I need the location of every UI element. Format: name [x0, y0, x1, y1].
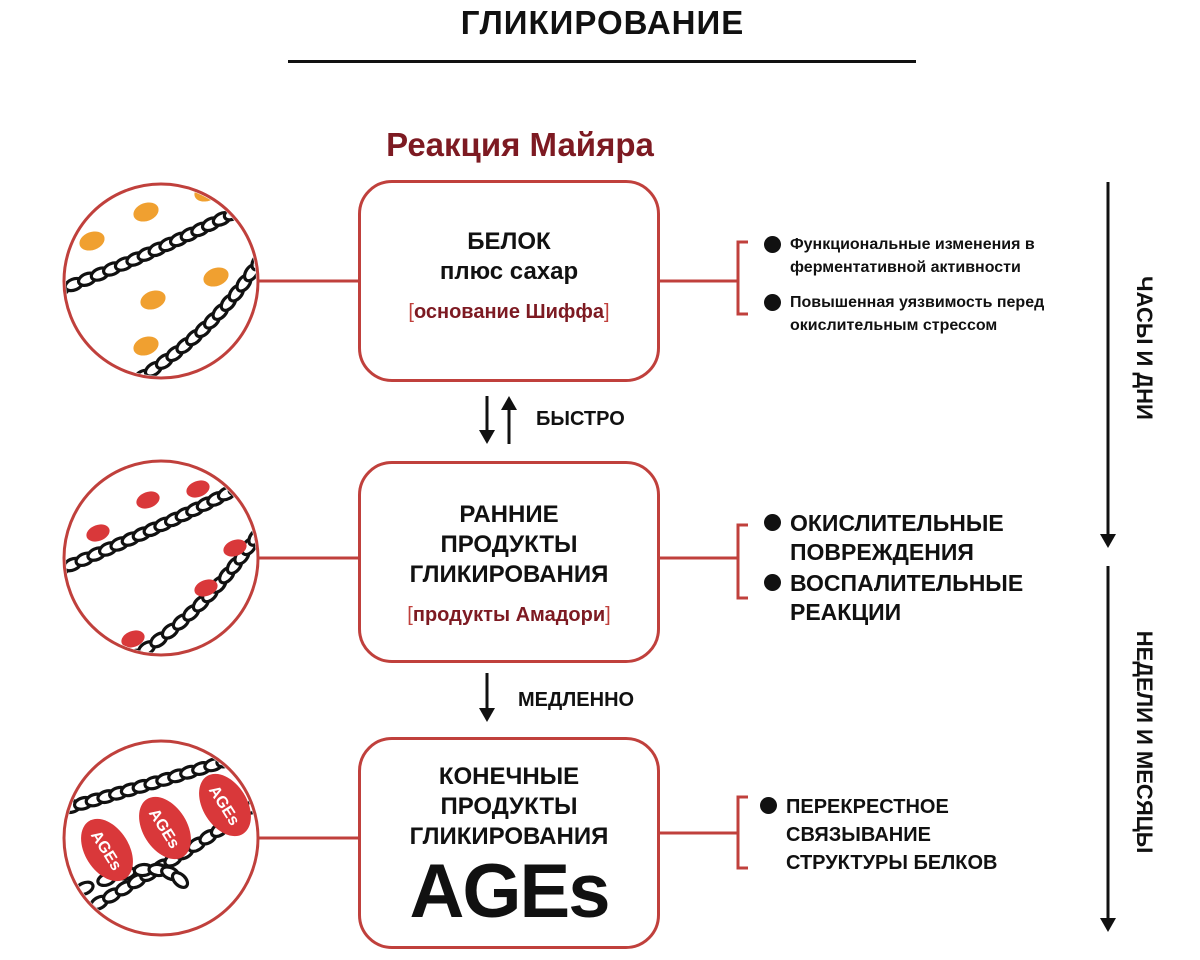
- arrow-down-forward-head: [479, 430, 495, 444]
- amadori-product: [136, 491, 160, 509]
- protein-sugar-illustration: [66, 181, 290, 395]
- arrow-up-reverse-head: [501, 396, 517, 410]
- chain-link: [254, 789, 256, 807]
- bullet-icon: [764, 236, 781, 253]
- stage-1-line-1: БЕЛОК: [467, 228, 551, 255]
- illustration-circle: [62, 459, 260, 657]
- stage-box-schiff: БЕЛОК плюс сахар [основание Шиффа]: [358, 180, 660, 382]
- effect-item: Функциональные изменения в ферментативно…: [764, 233, 1110, 279]
- chain-link: [238, 474, 256, 491]
- chain-link: [66, 916, 70, 933]
- transition-slow-label: МЕДЛЕННО: [518, 689, 635, 711]
- chain-link: [252, 743, 256, 757]
- stage-2-note-text: продукты Амадори: [412, 604, 606, 626]
- effects-list-2: ОКИСЛИТЕЛЬНЫЕ ПОВРЕЖДЕНИЯ ВОСПАЛИТЕЛЬНЫЕ…: [764, 509, 1070, 629]
- stage-3-line-2: ПРОДУКТЫ: [440, 793, 578, 820]
- bracket-right: ]: [605, 604, 611, 626]
- time-arrow-weeks-months-head: [1100, 918, 1116, 932]
- effect-item: ВОСПАЛИТЕЛЬНЫЕ РЕАКЦИИ: [764, 569, 1070, 627]
- chain-link: [256, 240, 275, 261]
- bullet-icon: [760, 797, 777, 814]
- sugar-molecule: [140, 290, 166, 310]
- amadori-product: [194, 579, 218, 597]
- stage-2-line-1: РАННИЕ: [459, 501, 559, 528]
- chain-link: [249, 468, 256, 485]
- effects-bracket: [736, 795, 748, 870]
- chain-link: [265, 780, 286, 800]
- chain-link: [234, 199, 255, 216]
- chain-link: [265, 737, 286, 753]
- effects-bracket: [736, 240, 748, 316]
- bullet-icon: [764, 514, 781, 531]
- chain-link: [269, 181, 290, 199]
- chain-link: [227, 749, 249, 765]
- sugar-molecule: [79, 231, 105, 251]
- chain-link: [257, 187, 278, 205]
- chain-link: [109, 656, 130, 674]
- effects-list-3: ПЕРЕКРЕСТНОЕ СВЯЗЫВАНИЕ СТРУКТУРЫ БЕЛКОВ: [760, 793, 1036, 877]
- chain-link: [259, 508, 278, 529]
- chain-link: [119, 376, 140, 395]
- amadori-product: [121, 630, 145, 648]
- ages-badge-shape: [199, 773, 251, 837]
- ages-badge: AGEs: [139, 796, 191, 860]
- timescale-hours-days: ЧАСЫ И ДНИ: [1132, 276, 1157, 420]
- diagram-title: ГЛИКИРОВАНИЕ: [460, 4, 745, 41]
- stage-3-line-3: ГЛИКИРОВАНИЯ: [409, 823, 609, 850]
- ages-badge-shape: [81, 818, 133, 882]
- effect-item: Повышенная уязвимость перед окислительны…: [764, 291, 1110, 337]
- bracket-left: [: [407, 604, 413, 626]
- bullet-icon: [764, 294, 781, 311]
- chain-link: [264, 227, 282, 248]
- stage-1-note-text: основание Шиффа: [413, 301, 605, 323]
- amadori-product: [86, 524, 110, 542]
- chain-link: [66, 892, 71, 908]
- timescale-weeks-months: НЕДЕЛИ И МЕСЯЦЫ: [1132, 630, 1157, 854]
- ages-badge: AGEs: [199, 773, 251, 837]
- bracket-right: ]: [604, 301, 610, 323]
- chain-link: [259, 461, 280, 479]
- sugar-molecule: [133, 202, 159, 222]
- effects-list-1: Функциональные изменения в ферментативно…: [764, 233, 1110, 349]
- ages-label: AGEs: [409, 849, 611, 934]
- amadori-product: [223, 539, 247, 557]
- sugar-molecule: [133, 336, 159, 356]
- stage-2-line-2: ПРОДУКТЫ: [440, 531, 578, 558]
- stage-1-line-2: плюс сахар: [439, 258, 579, 285]
- amadori-illustration: [66, 461, 284, 674]
- illustration-circle: [62, 739, 260, 937]
- chain-link: [170, 870, 190, 890]
- transition-fast-label: БЫСТРО: [536, 408, 625, 430]
- ages-badge: AGEs: [81, 818, 133, 882]
- reaction-subtitle: Реакция Майяра: [386, 126, 654, 163]
- chain-link: [239, 745, 256, 761]
- arrow-down-slow-head: [479, 708, 495, 722]
- title-underline: [288, 60, 916, 63]
- bracket-left: [: [408, 301, 414, 323]
- effects-bracket: [736, 523, 748, 600]
- stage-2-line-3: ГЛИКИРОВАНИЯ: [409, 561, 609, 588]
- chain-link: [265, 499, 284, 520]
- stage-3-line-1: КОНЕЧНЫЕ: [438, 763, 580, 790]
- stage-box-amadori: РАННИЕ ПРОДУКТЫ ГЛИКИРОВАНИЯ [продукты А…: [358, 461, 660, 663]
- time-arrow-hours-days-head: [1100, 534, 1116, 548]
- effect-item: ПЕРЕКРЕСТНОЕ СВЯЗЫВАНИЕ СТРУКТУРЫ БЕЛКОВ: [760, 793, 1036, 877]
- amadori-product: [186, 480, 210, 498]
- stage-1-note: [основание Шиффа]: [361, 301, 657, 324]
- chain-link: [66, 909, 84, 926]
- illustration-circle: [62, 182, 260, 380]
- chain-link: [271, 214, 289, 235]
- effect-item: ОКИСЛИТЕЛЬНЫЕ ПОВРЕЖДЕНИЯ: [764, 509, 1070, 567]
- bullet-icon: [764, 574, 781, 591]
- stage-box-ages: КОНЕЧНЫЕ ПРОДУКТЫ ГЛИКИРОВАНИЯ AGEs: [358, 737, 660, 949]
- sugar-molecule: [203, 267, 229, 287]
- stage-2-note: [продукты Амадори]: [361, 604, 657, 627]
- ages-badge-shape: [139, 796, 191, 860]
- chain-link: [245, 194, 256, 211]
